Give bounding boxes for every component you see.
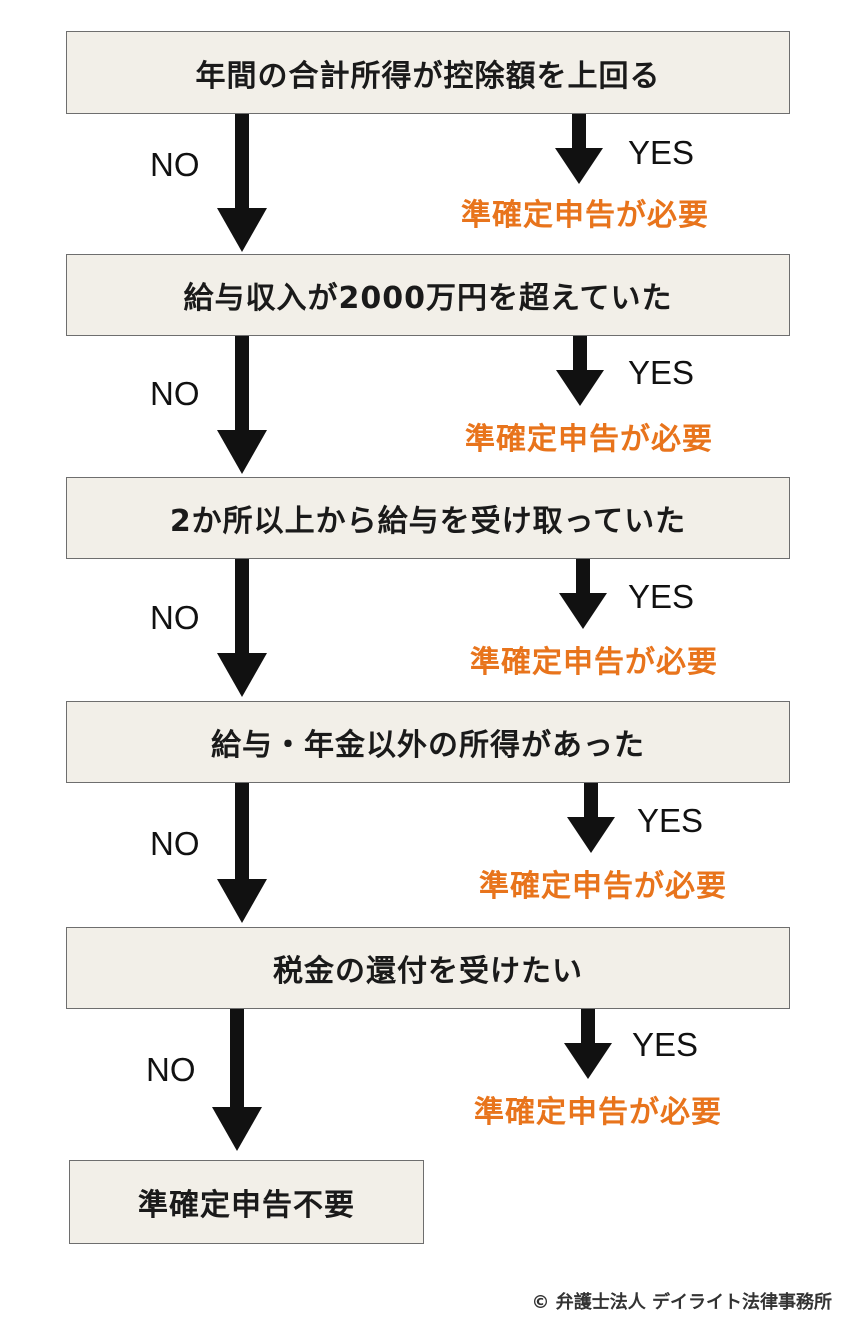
yes-result-2: 準確定申告が必要 (465, 422, 713, 457)
credit-text: © 弁護士法人 デイライト法律事務所 (531, 1292, 832, 1313)
final-result-box: 準確定申告不要 (69, 1160, 424, 1244)
yes-result-3: 準確定申告が必要 (470, 645, 718, 680)
question-text-3: 2か所以上から給与を受け取っていた (169, 504, 687, 539)
yes-arrow-1 (555, 114, 603, 184)
yes-label-3: YES (628, 578, 695, 615)
no-arrow-5 (212, 1009, 262, 1151)
no-label-1: NO (150, 146, 200, 183)
no-arrow-4 (217, 783, 267, 923)
no-arrow-1 (217, 114, 267, 252)
yes-result-4: 準確定申告が必要 (479, 869, 727, 904)
question-box-5: 税金の還付を受けたい (66, 927, 790, 1009)
no-label-4: NO (150, 825, 200, 862)
question-box-1: 年間の合計所得が控除額を上回る (66, 31, 790, 114)
yes-result-1: 準確定申告が必要 (461, 198, 709, 233)
no-arrow-3 (217, 559, 267, 697)
final-result-text: 準確定申告不要 (138, 1188, 355, 1223)
question-text-1: 年間の合計所得が控除額を上回る (195, 58, 661, 94)
question-text-5: 税金の還付を受けたい (273, 954, 583, 989)
question-box-4: 給与・年金以外の所得があった (66, 701, 790, 783)
no-label-2: NO (150, 375, 200, 412)
yes-label-2: YES (628, 354, 695, 391)
no-label-3: NO (150, 599, 200, 636)
yes-arrow-5 (564, 1009, 612, 1079)
yes-label-4: YES (637, 802, 704, 839)
yes-arrow-2 (556, 336, 604, 406)
yes-result-5: 準確定申告が必要 (474, 1095, 722, 1130)
yes-label-1: YES (628, 134, 695, 171)
yes-arrow-4 (567, 783, 615, 853)
question-box-3: 2か所以上から給与を受け取っていた (66, 477, 790, 559)
yes-label-5: YES (632, 1026, 699, 1063)
yes-arrow-3 (559, 559, 607, 629)
question-text-2: 給与収入が2000万円を超えていた (183, 281, 673, 316)
no-arrow-2 (217, 336, 267, 474)
question-box-2: 給与収入が2000万円を超えていた (66, 254, 790, 336)
question-text-4: 給与・年金以外の所得があった (211, 728, 645, 763)
no-label-5: NO (146, 1051, 196, 1088)
